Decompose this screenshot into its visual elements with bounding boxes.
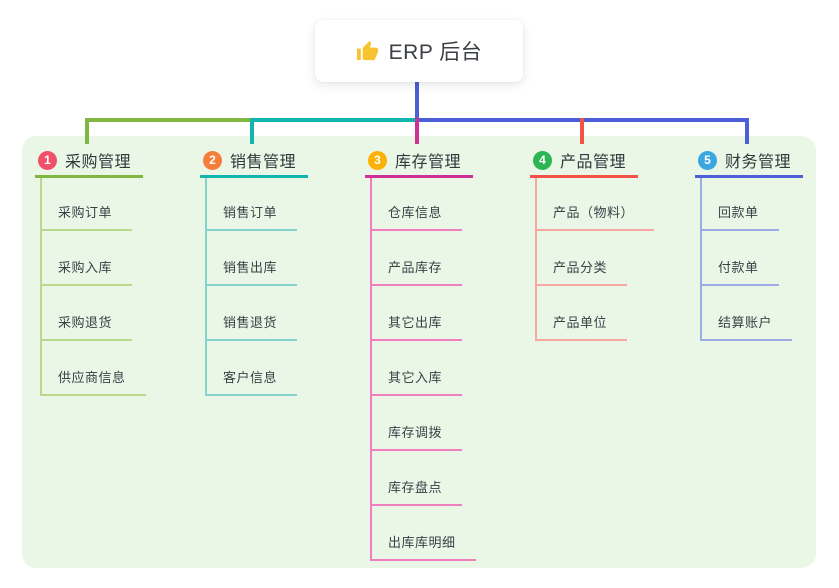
branch-title-5[interactable]: 5 财务管理 xyxy=(695,145,803,178)
child-node[interactable]: 其它入库 xyxy=(370,369,463,396)
connector-line xyxy=(415,82,419,122)
root-node[interactable]: ERP 后台 xyxy=(315,20,523,82)
child-node[interactable]: 产品分类 xyxy=(535,259,628,286)
child-node[interactable]: 付款单 xyxy=(700,259,779,286)
branch-label: 产品管理 xyxy=(560,154,627,171)
branch-connector-line xyxy=(535,178,537,341)
branch-connector-line xyxy=(700,178,702,341)
branch-number-badge: 4 xyxy=(533,150,552,170)
branch-label: 财务管理 xyxy=(725,154,792,171)
branch-label: 销售管理 xyxy=(230,154,297,171)
child-node[interactable]: 出库库明细 xyxy=(370,534,476,561)
child-node[interactable]: 客户信息 xyxy=(205,369,298,396)
branch-number-badge: 3 xyxy=(368,150,387,170)
connector-line xyxy=(85,118,89,144)
branches-panel xyxy=(22,136,816,568)
child-node[interactable]: 产品单位 xyxy=(535,314,628,341)
child-node[interactable]: 仓库信息 xyxy=(370,204,463,231)
branch-title-2[interactable]: 2 销售管理 xyxy=(200,145,308,178)
connector-line xyxy=(250,118,254,144)
child-node[interactable]: 库存调拨 xyxy=(370,424,463,451)
branch-title-1[interactable]: 1 采购管理 xyxy=(35,145,143,178)
branch-connector-line xyxy=(40,178,42,396)
branch-number-badge: 5 xyxy=(698,150,717,170)
child-node[interactable]: 结算账户 xyxy=(700,314,793,341)
branch-label: 采购管理 xyxy=(65,154,132,171)
child-node[interactable]: 供应商信息 xyxy=(40,369,146,396)
branch-title-3[interactable]: 3 库存管理 xyxy=(365,145,473,178)
child-node[interactable]: 采购入库 xyxy=(40,259,133,286)
child-node[interactable]: 回款单 xyxy=(700,204,779,231)
child-node[interactable]: 销售订单 xyxy=(205,204,298,231)
branch-connector-line xyxy=(205,178,207,396)
connector-line xyxy=(745,118,749,144)
connector-line xyxy=(250,118,419,122)
connector-line xyxy=(415,118,419,144)
child-node[interactable]: 销售退货 xyxy=(205,314,298,341)
branch-number-badge: 2 xyxy=(203,150,222,170)
child-node[interactable]: 采购订单 xyxy=(40,204,133,231)
root-label: ERP 后台 xyxy=(388,41,483,64)
child-node[interactable]: 销售出库 xyxy=(205,259,298,286)
child-node[interactable]: 产品库存 xyxy=(370,259,463,286)
child-node[interactable]: 采购退货 xyxy=(40,314,133,341)
branch-connector-line xyxy=(370,178,372,561)
branch-label: 库存管理 xyxy=(395,154,462,171)
branch-number-badge: 1 xyxy=(38,150,57,170)
child-node[interactable]: 产品（物料） xyxy=(535,204,655,231)
thumbs-up-icon xyxy=(356,40,379,63)
connector-line xyxy=(580,118,584,144)
child-node[interactable]: 其它出库 xyxy=(370,314,463,341)
child-node[interactable]: 库存盘点 xyxy=(370,479,463,506)
connector-line xyxy=(85,118,254,122)
branch-title-4[interactable]: 4 产品管理 xyxy=(530,145,638,178)
